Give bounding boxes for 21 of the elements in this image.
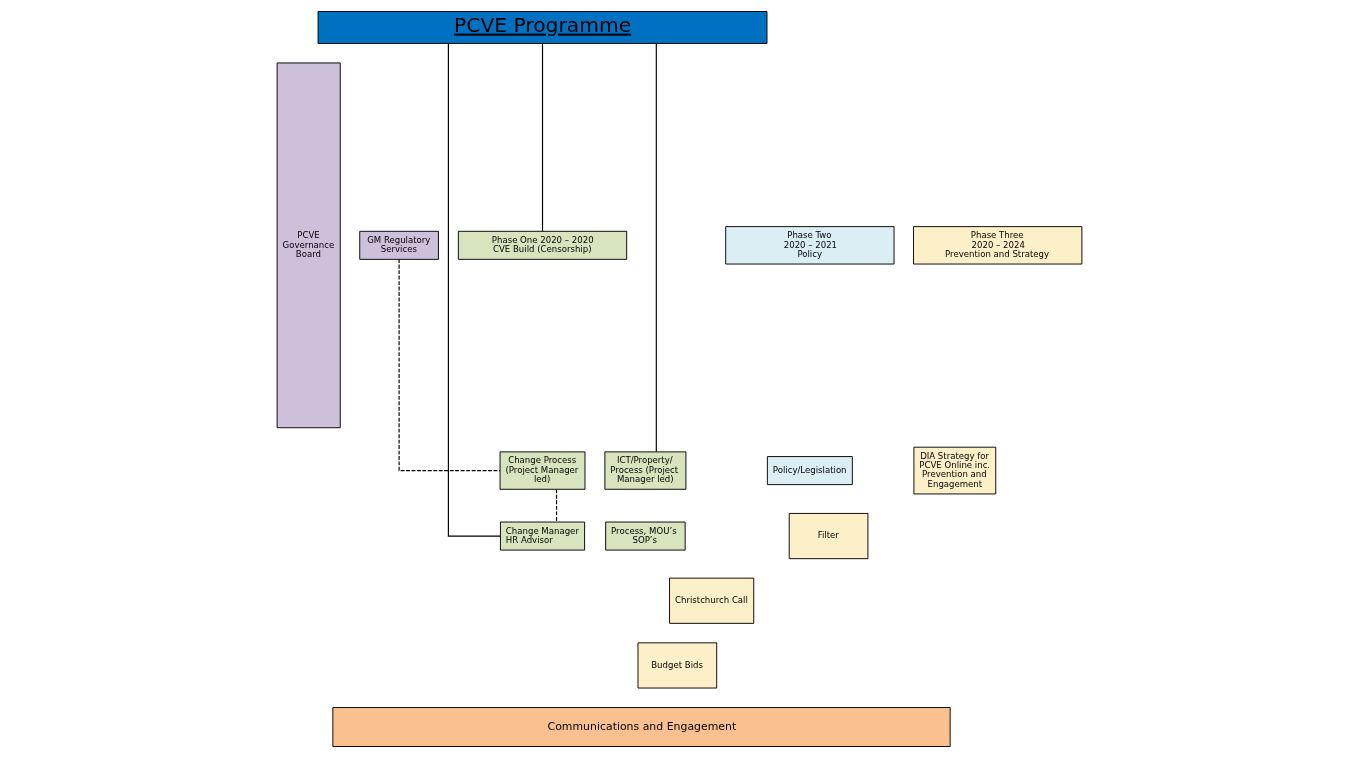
node-box: Phase Two 2020 – 2021 Policy <box>725 226 895 265</box>
node-box: PCVE Programme <box>317 11 768 44</box>
node-box: Christchurch Call <box>669 577 755 624</box>
node-box: DIA Strategy for PCVE Online inc. Prevention and Engagement <box>913 446 997 495</box>
connector <box>541 42 544 232</box>
connector <box>447 42 501 537</box>
connector <box>655 42 657 453</box>
node-box: Phase One 2020 – 2020 CVE Build (Censorship) <box>457 230 628 260</box>
connector <box>398 258 501 472</box>
node-box: Communications and Engagement <box>332 707 951 747</box>
node-box: Policy/Legislation <box>766 456 853 486</box>
node-box: ICT/Property/ Process (Project Manager led) <box>604 451 687 490</box>
node-box: Phase Three 2020 – 2024 Prevention and Strategy <box>913 226 1083 265</box>
node-box: Change Manager HR Advisor <box>499 521 586 551</box>
node-box: Filter <box>788 513 869 560</box>
node-box: Process, MOU’s SOP’s <box>605 521 686 551</box>
node-box: PCVE Governance Board <box>276 62 341 429</box>
connector <box>555 488 558 523</box>
node-box: GM Regulatory Services <box>359 230 439 260</box>
node-box: Budget Bids <box>637 642 718 689</box>
node-box: Change Process (Project Manager led) <box>499 451 586 490</box>
